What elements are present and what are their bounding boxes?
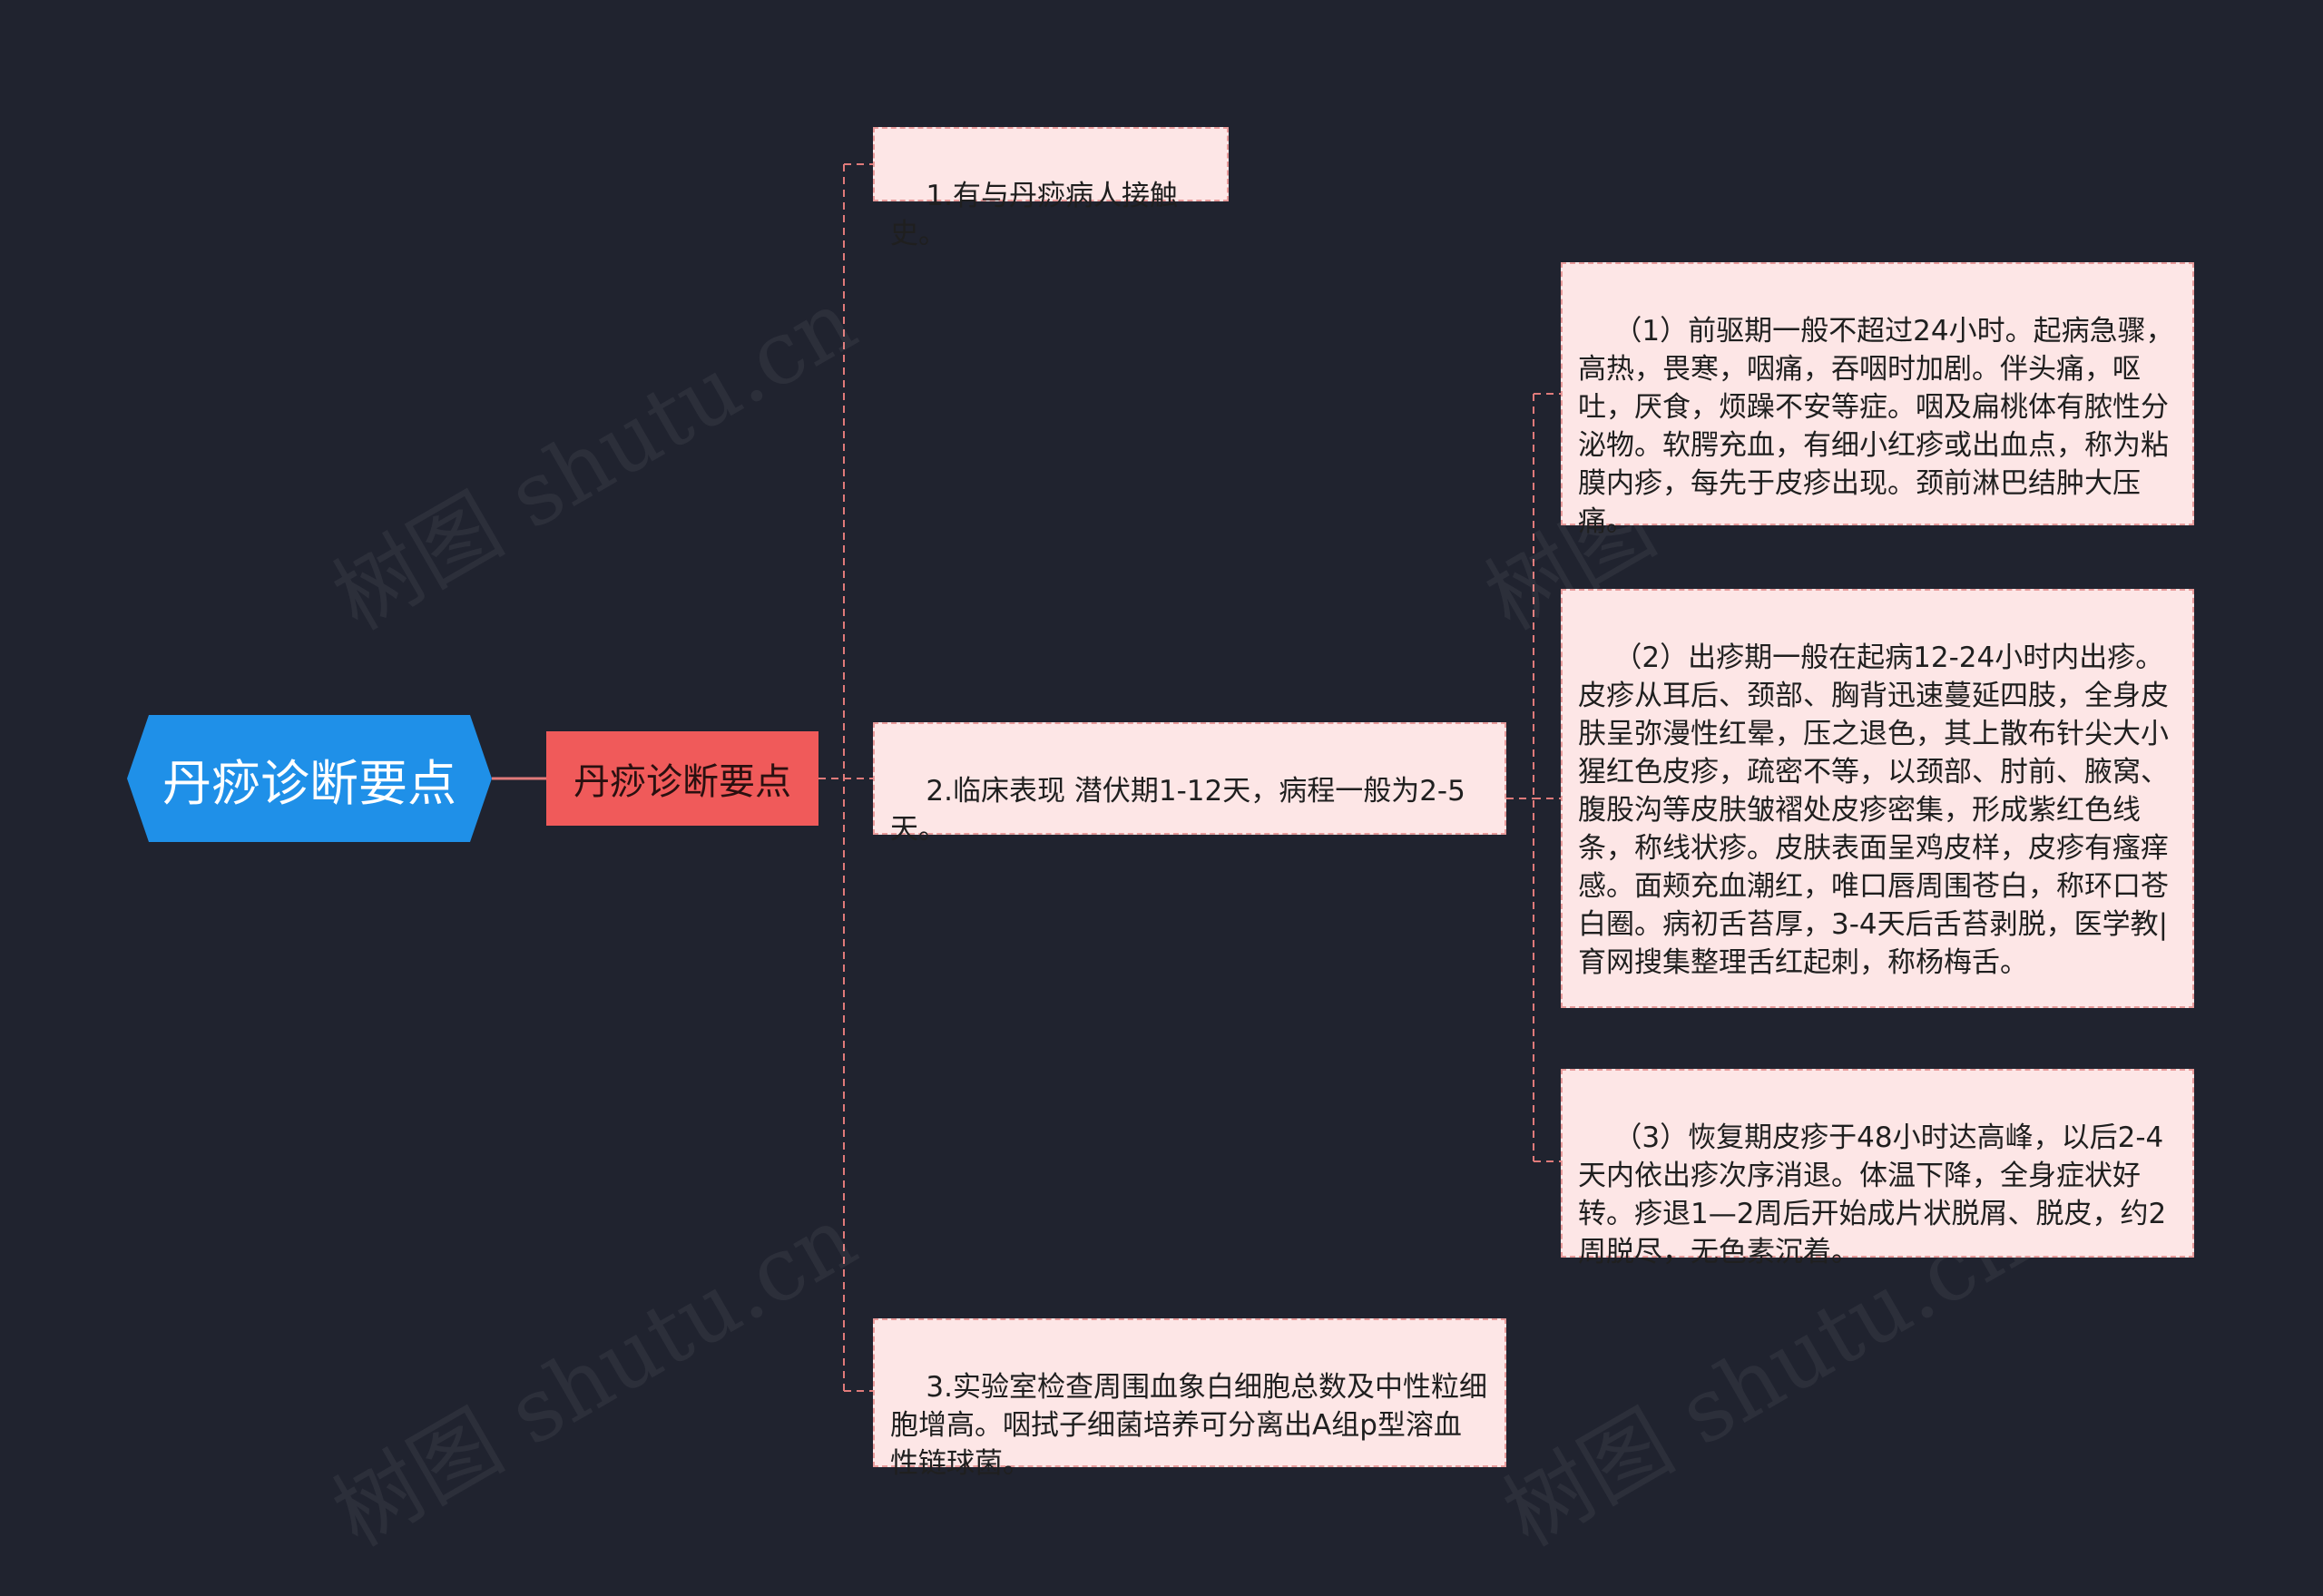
branch-label: 丹痧诊断要点 bbox=[573, 761, 791, 803]
sub-item-2-node[interactable]: （2）出疹期一般在起病12-24小时内出疹。皮疹从耳后、颈部、胸背迅速蔓延四肢，… bbox=[1561, 589, 2194, 1008]
item-1-text: 1.有与丹痧病人接触史。 bbox=[890, 180, 1178, 250]
item-3-text: 3.实验室检查周围血象白细胞总数及中性粒细胞增高。咽拭子细菌培养可分离出A组p型… bbox=[890, 1371, 1487, 1480]
item-2-node[interactable]: 2.临床表现 潜伏期1-12天，病程一般为2-5天。 bbox=[873, 722, 1506, 846]
sub-item-2-text: （2）出疹期一般在起病12-24小时内出疹。皮疹从耳后、颈部、胸背迅速蔓延四肢，… bbox=[1578, 641, 2169, 979]
item-2-text: 2.临床表现 潜伏期1-12天，病程一般为2-5天。 bbox=[890, 775, 1465, 846]
item-1-node[interactable]: 1.有与丹痧病人接触史。 bbox=[873, 127, 1229, 250]
sub-item-3-node[interactable]: （3）恢复期皮疹于48小时达高峰，以后2-4天内依出疹次序消退。体温下降，全身症… bbox=[1561, 1069, 2194, 1268]
root-label: 丹痧诊断要点 bbox=[162, 754, 456, 812]
sub-item-3-text: （3）恢复期皮疹于48小时达高峰，以后2-4天内依出疹次序消退。体温下降，全身症… bbox=[1578, 1121, 2167, 1268]
sub-item-1-node[interactable]: （1）前驱期一般不超过24小时。起病急骤，高热，畏寒，咽痛，吞咽时加剧。伴头痛，… bbox=[1561, 262, 2194, 538]
item-3-node[interactable]: 3.实验室检查周围血象白细胞总数及中性粒细胞增高。咽拭子细菌培养可分离出A组p型… bbox=[873, 1318, 1506, 1480]
root-node[interactable]: 丹痧诊断要点 bbox=[127, 715, 492, 842]
branch-node[interactable]: 丹痧诊断要点 bbox=[546, 731, 818, 826]
sub-item-1-text: （1）前驱期一般不超过24小时。起病急骤，高热，畏寒，咽痛，吞咽时加剧。伴头痛，… bbox=[1578, 315, 2174, 538]
